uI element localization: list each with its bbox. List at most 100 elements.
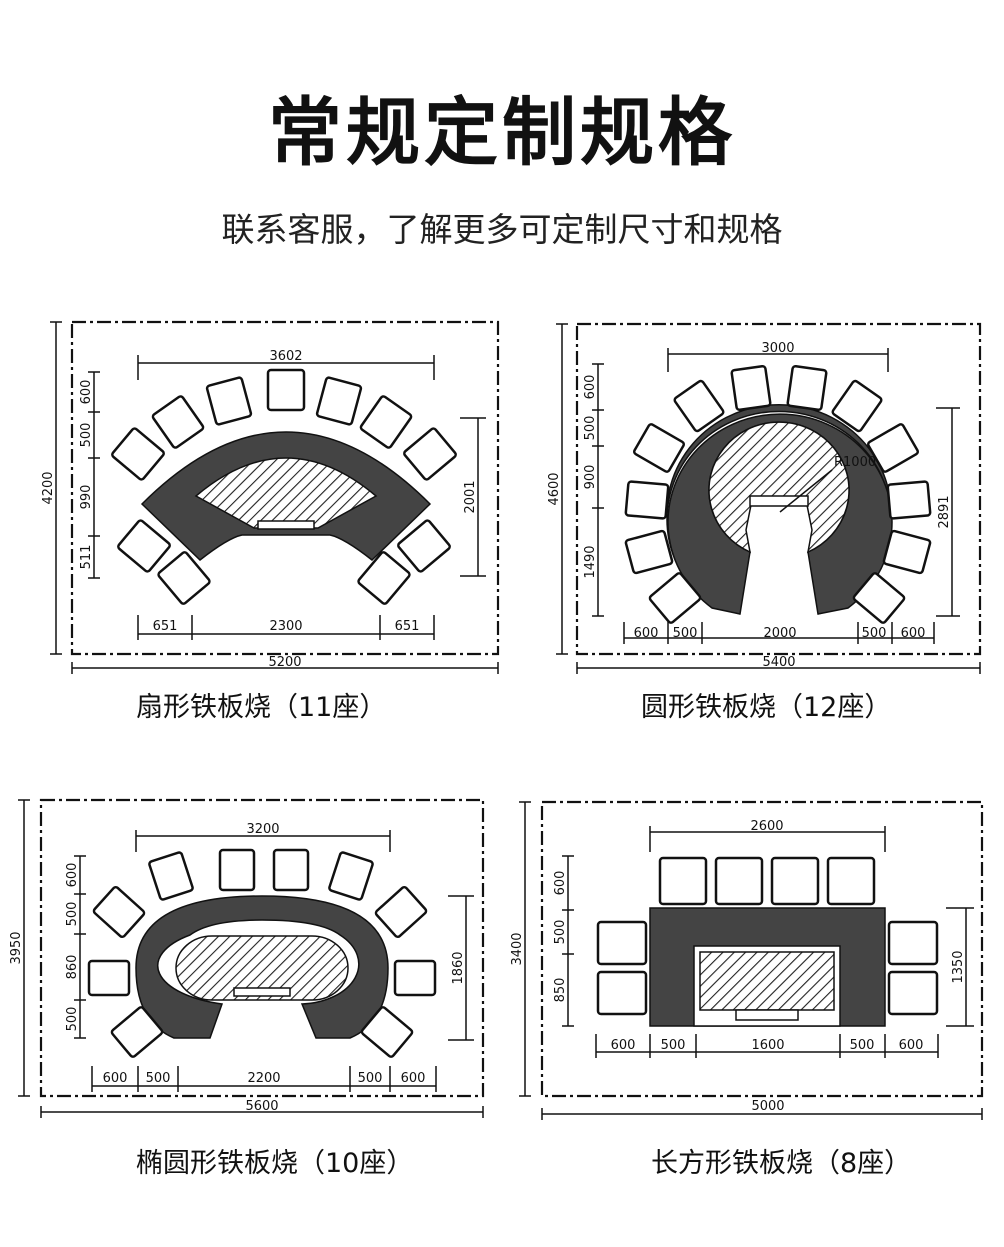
chair (887, 970, 939, 1016)
rect-bottom-seg-1: 600 (611, 1038, 636, 1053)
chair (357, 551, 411, 605)
chair (315, 376, 363, 426)
rect-left-seg-1: 600 (553, 871, 568, 896)
round-bottom-seg-5: 600 (901, 626, 926, 641)
round-bottom-seg-4: 500 (862, 626, 887, 641)
round-total-height: 4600 (547, 472, 562, 505)
chair (393, 959, 437, 997)
chair (673, 379, 725, 433)
oval-left-seg-3: 860 (65, 955, 80, 980)
round-left-seg-1: 600 (583, 375, 598, 400)
fan-grill (194, 457, 378, 529)
fan-caption: 扇形铁板烧（11座） (136, 692, 387, 723)
chair (624, 529, 674, 575)
chair (92, 885, 146, 939)
rect-bottom-seg-5: 600 (899, 1038, 924, 1053)
chair (117, 519, 171, 573)
fan-top-dim: 3602 (269, 349, 302, 364)
oval-chairs (87, 848, 437, 1058)
room-outline (575, 322, 982, 656)
chair (867, 423, 919, 473)
chair (852, 572, 906, 624)
rect-bottom-seg-2: 500 (661, 1038, 686, 1053)
fan-left-seg-1: 600 (79, 380, 94, 405)
rect-top-dim: 2600 (750, 819, 783, 834)
chair (360, 1006, 414, 1058)
chair (151, 395, 205, 449)
chair (831, 379, 883, 433)
oval-table-top (135, 895, 389, 1039)
chair (110, 1006, 164, 1058)
chair (205, 376, 253, 426)
chair (826, 856, 876, 906)
fan-total-width: 5200 (268, 655, 301, 670)
round-total-width: 5400 (762, 655, 795, 670)
chair (359, 395, 413, 449)
fan-left-seg-3: 990 (79, 485, 94, 510)
chair (624, 480, 670, 520)
round-grill (708, 421, 850, 554)
chair (272, 848, 310, 892)
oval-bottom-seg-2: 500 (146, 1071, 171, 1086)
chair (403, 427, 457, 481)
rect-chairs (596, 856, 939, 1016)
oval-top-dim: 3200 (246, 822, 279, 837)
oval-bottom-seg-1: 600 (103, 1071, 128, 1086)
chair (87, 959, 131, 997)
oval-left-seg-1: 600 (65, 863, 80, 888)
rect-grill (699, 951, 835, 1011)
rect-bottom-seg-4: 500 (850, 1038, 875, 1053)
chair (633, 423, 685, 473)
round-bottom-seg-1: 600 (634, 626, 659, 641)
oval-right-dim: 1860 (451, 951, 466, 984)
chair (157, 551, 211, 605)
chair (111, 427, 165, 481)
fan-chairs (111, 368, 457, 605)
rect-left-seg-2: 500 (553, 920, 568, 945)
fan-left-seg-4: 511 (79, 545, 94, 570)
round-left-seg-3: 900 (583, 465, 598, 490)
chair (596, 970, 648, 1016)
oval-left-seg-2: 500 (65, 902, 80, 927)
fan-left-seg-2: 500 (79, 423, 94, 448)
room-outline (39, 798, 485, 1098)
chair (596, 920, 648, 966)
fan-right-dim: 2001 (463, 480, 478, 513)
rect-total-height: 3400 (510, 932, 525, 965)
chair (648, 572, 702, 624)
round-bottom-seg-3: 2000 (763, 626, 796, 641)
round-caption: 圆形铁板烧（12座） (641, 692, 892, 723)
oval-bottom-seg-5: 600 (401, 1071, 426, 1086)
chair (218, 848, 256, 892)
room-outline (540, 800, 984, 1098)
chair (328, 851, 374, 901)
page-subtitle: 联系客服，了解更多可定制尺寸和规格 (221, 210, 783, 249)
rect-left-seg-3: 850 (553, 978, 568, 1003)
fan-bottom-seg-1: 651 (153, 619, 178, 634)
round-top-dim: 3000 (761, 341, 794, 356)
chair (770, 856, 820, 906)
rect-right-dim: 1350 (951, 950, 966, 983)
chair (887, 920, 939, 966)
page-title: 常规定制规格 (268, 90, 736, 176)
rect-caption: 长方形铁板烧（8座） (651, 1148, 912, 1179)
chair (148, 851, 194, 901)
rect-total-width: 5000 (751, 1099, 784, 1114)
chair (397, 519, 451, 573)
oval-total-width: 5600 (245, 1099, 278, 1114)
chair (374, 885, 428, 939)
chair (882, 529, 932, 575)
round-radius: R1000 (834, 455, 876, 470)
oval-caption: 椭圆形铁板烧（10座） (136, 1148, 414, 1179)
chair (786, 364, 828, 412)
oval-grill (175, 935, 349, 1001)
room-outline (70, 320, 500, 656)
round-left-seg-4: 1490 (583, 545, 598, 578)
round-left-seg-2: 500 (583, 416, 598, 441)
